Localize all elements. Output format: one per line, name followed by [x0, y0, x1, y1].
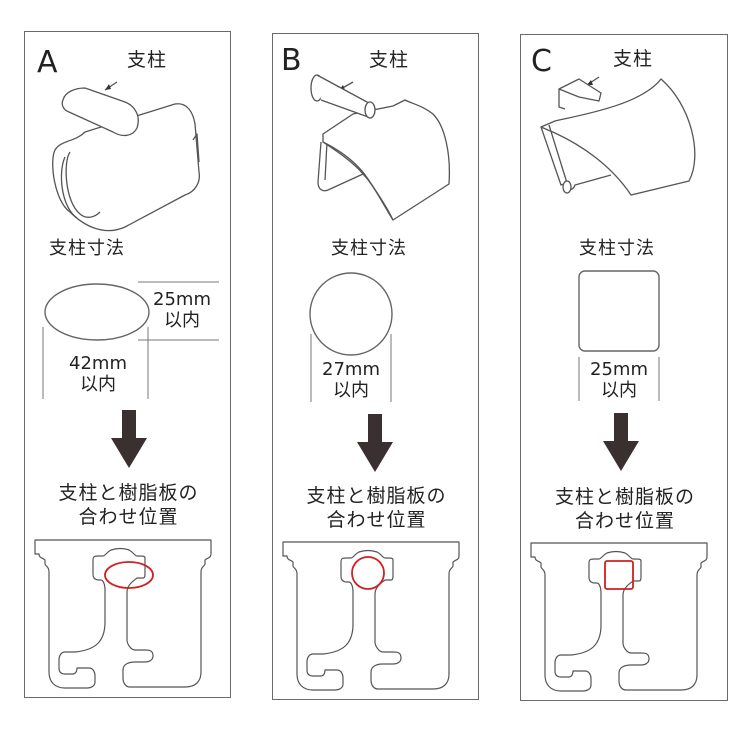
- post-label: 支柱: [127, 49, 168, 71]
- dimension-note: 以内: [333, 380, 369, 401]
- post-label: 支柱: [613, 48, 654, 70]
- dimension-note: 以内: [80, 374, 116, 395]
- dimension-note: 以内: [164, 310, 200, 331]
- dimension-title: 支柱寸法: [49, 238, 125, 259]
- caption-line-2: 合わせ位置: [326, 509, 427, 531]
- caption-line-1: 支柱と樹脂板の: [306, 485, 447, 507]
- dimension-value: 27mm: [322, 359, 380, 380]
- down-arrow-icon: [111, 410, 147, 468]
- post-circle-diagram: [309, 272, 393, 402]
- dimension-value: 42mm: [69, 353, 127, 374]
- panel-letter: A: [37, 45, 58, 80]
- holder-c-illustration: [540, 76, 696, 196]
- caption-line-1: 支柱と樹脂板の: [554, 486, 695, 508]
- dimension-diameter: 27mm 以内: [313, 359, 389, 401]
- caption-line-1: 支柱と樹脂板の: [58, 482, 199, 504]
- dimension-note: 以内: [601, 380, 637, 401]
- resin-plate-c: [530, 542, 708, 692]
- down-arrow-icon: [357, 414, 393, 472]
- holder-a-illustration: [52, 81, 201, 232]
- post-ellipse-diagram: [42, 281, 219, 399]
- post-label: 支柱: [369, 49, 410, 71]
- caption-line-2: 合わせ位置: [78, 506, 179, 528]
- dimension-value: 25mm: [153, 289, 211, 310]
- dimension-width: 42mm 以内: [53, 353, 143, 395]
- panel-letter: C: [531, 44, 552, 79]
- panel-b: B 支柱 支柱寸法 27mm 以内 支柱と樹脂板の 合わせ位置: [272, 33, 479, 700]
- dimension-height: 25mm 以内: [147, 289, 217, 331]
- post-square-diagram: [578, 270, 660, 401]
- resin-plate-b: [282, 541, 460, 691]
- down-arrow-icon: [603, 413, 639, 471]
- caption: 支柱と樹脂板の 合わせ位置: [273, 484, 480, 532]
- dimension-title: 支柱寸法: [579, 238, 655, 259]
- panel-letter: B: [281, 43, 302, 78]
- panel-a: A 支柱 支柱寸法 25mm 以内 42mm 以内: [24, 31, 231, 698]
- caption: 支柱と樹脂板の 合わせ位置: [521, 485, 729, 533]
- dimension-width: 25mm 以内: [581, 359, 657, 401]
- dimension-title: 支柱寸法: [331, 238, 407, 259]
- panel-c: C 支柱 支柱寸法 25mm 以内 支柱と樹脂板の 合わせ位置: [520, 34, 728, 701]
- holder-b-illustration: [310, 74, 451, 221]
- resin-plate-a: [34, 539, 212, 689]
- dimension-value: 25mm: [590, 359, 648, 380]
- caption: 支柱と樹脂板の 合わせ位置: [25, 481, 232, 529]
- caption-line-2: 合わせ位置: [574, 510, 675, 532]
